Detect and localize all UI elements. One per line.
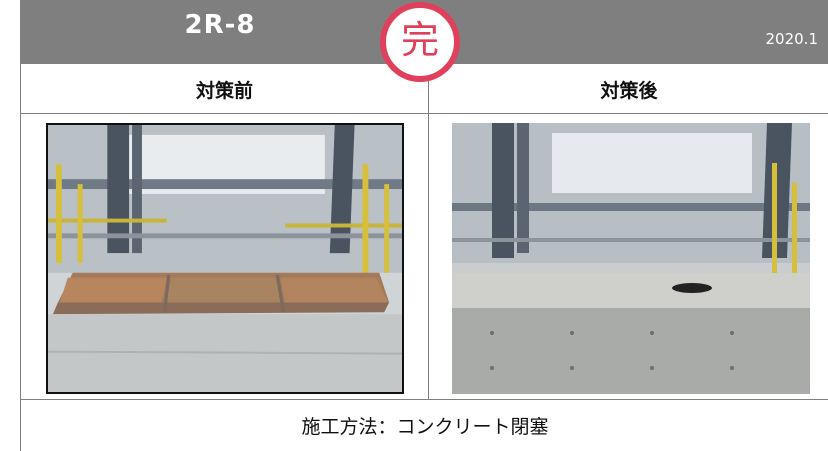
completed-badge: 完 [380,2,460,82]
column-divider [428,64,429,400]
completed-badge-text: 完 [400,18,439,62]
comparison-table: 対策前 対策後 [20,64,828,451]
column-header-row: 対策前 対策後 [21,64,828,114]
date-label: 2020.1 [765,30,819,48]
before-column-label: 対策前 [195,80,253,102]
photo-row [21,114,828,400]
location-code: 2R-8 [184,10,256,40]
photo-after-concrete-closure [452,123,810,394]
before-photo [46,123,404,394]
construction-method-text: 施工方法：コンクリート閉塞 [301,416,549,438]
after-column-label: 対策後 [600,80,658,102]
after-photo [452,123,810,394]
photo-before-rusted-steel-plates [48,125,402,392]
method-row: 施工方法：コンクリート閉塞 [21,400,828,451]
